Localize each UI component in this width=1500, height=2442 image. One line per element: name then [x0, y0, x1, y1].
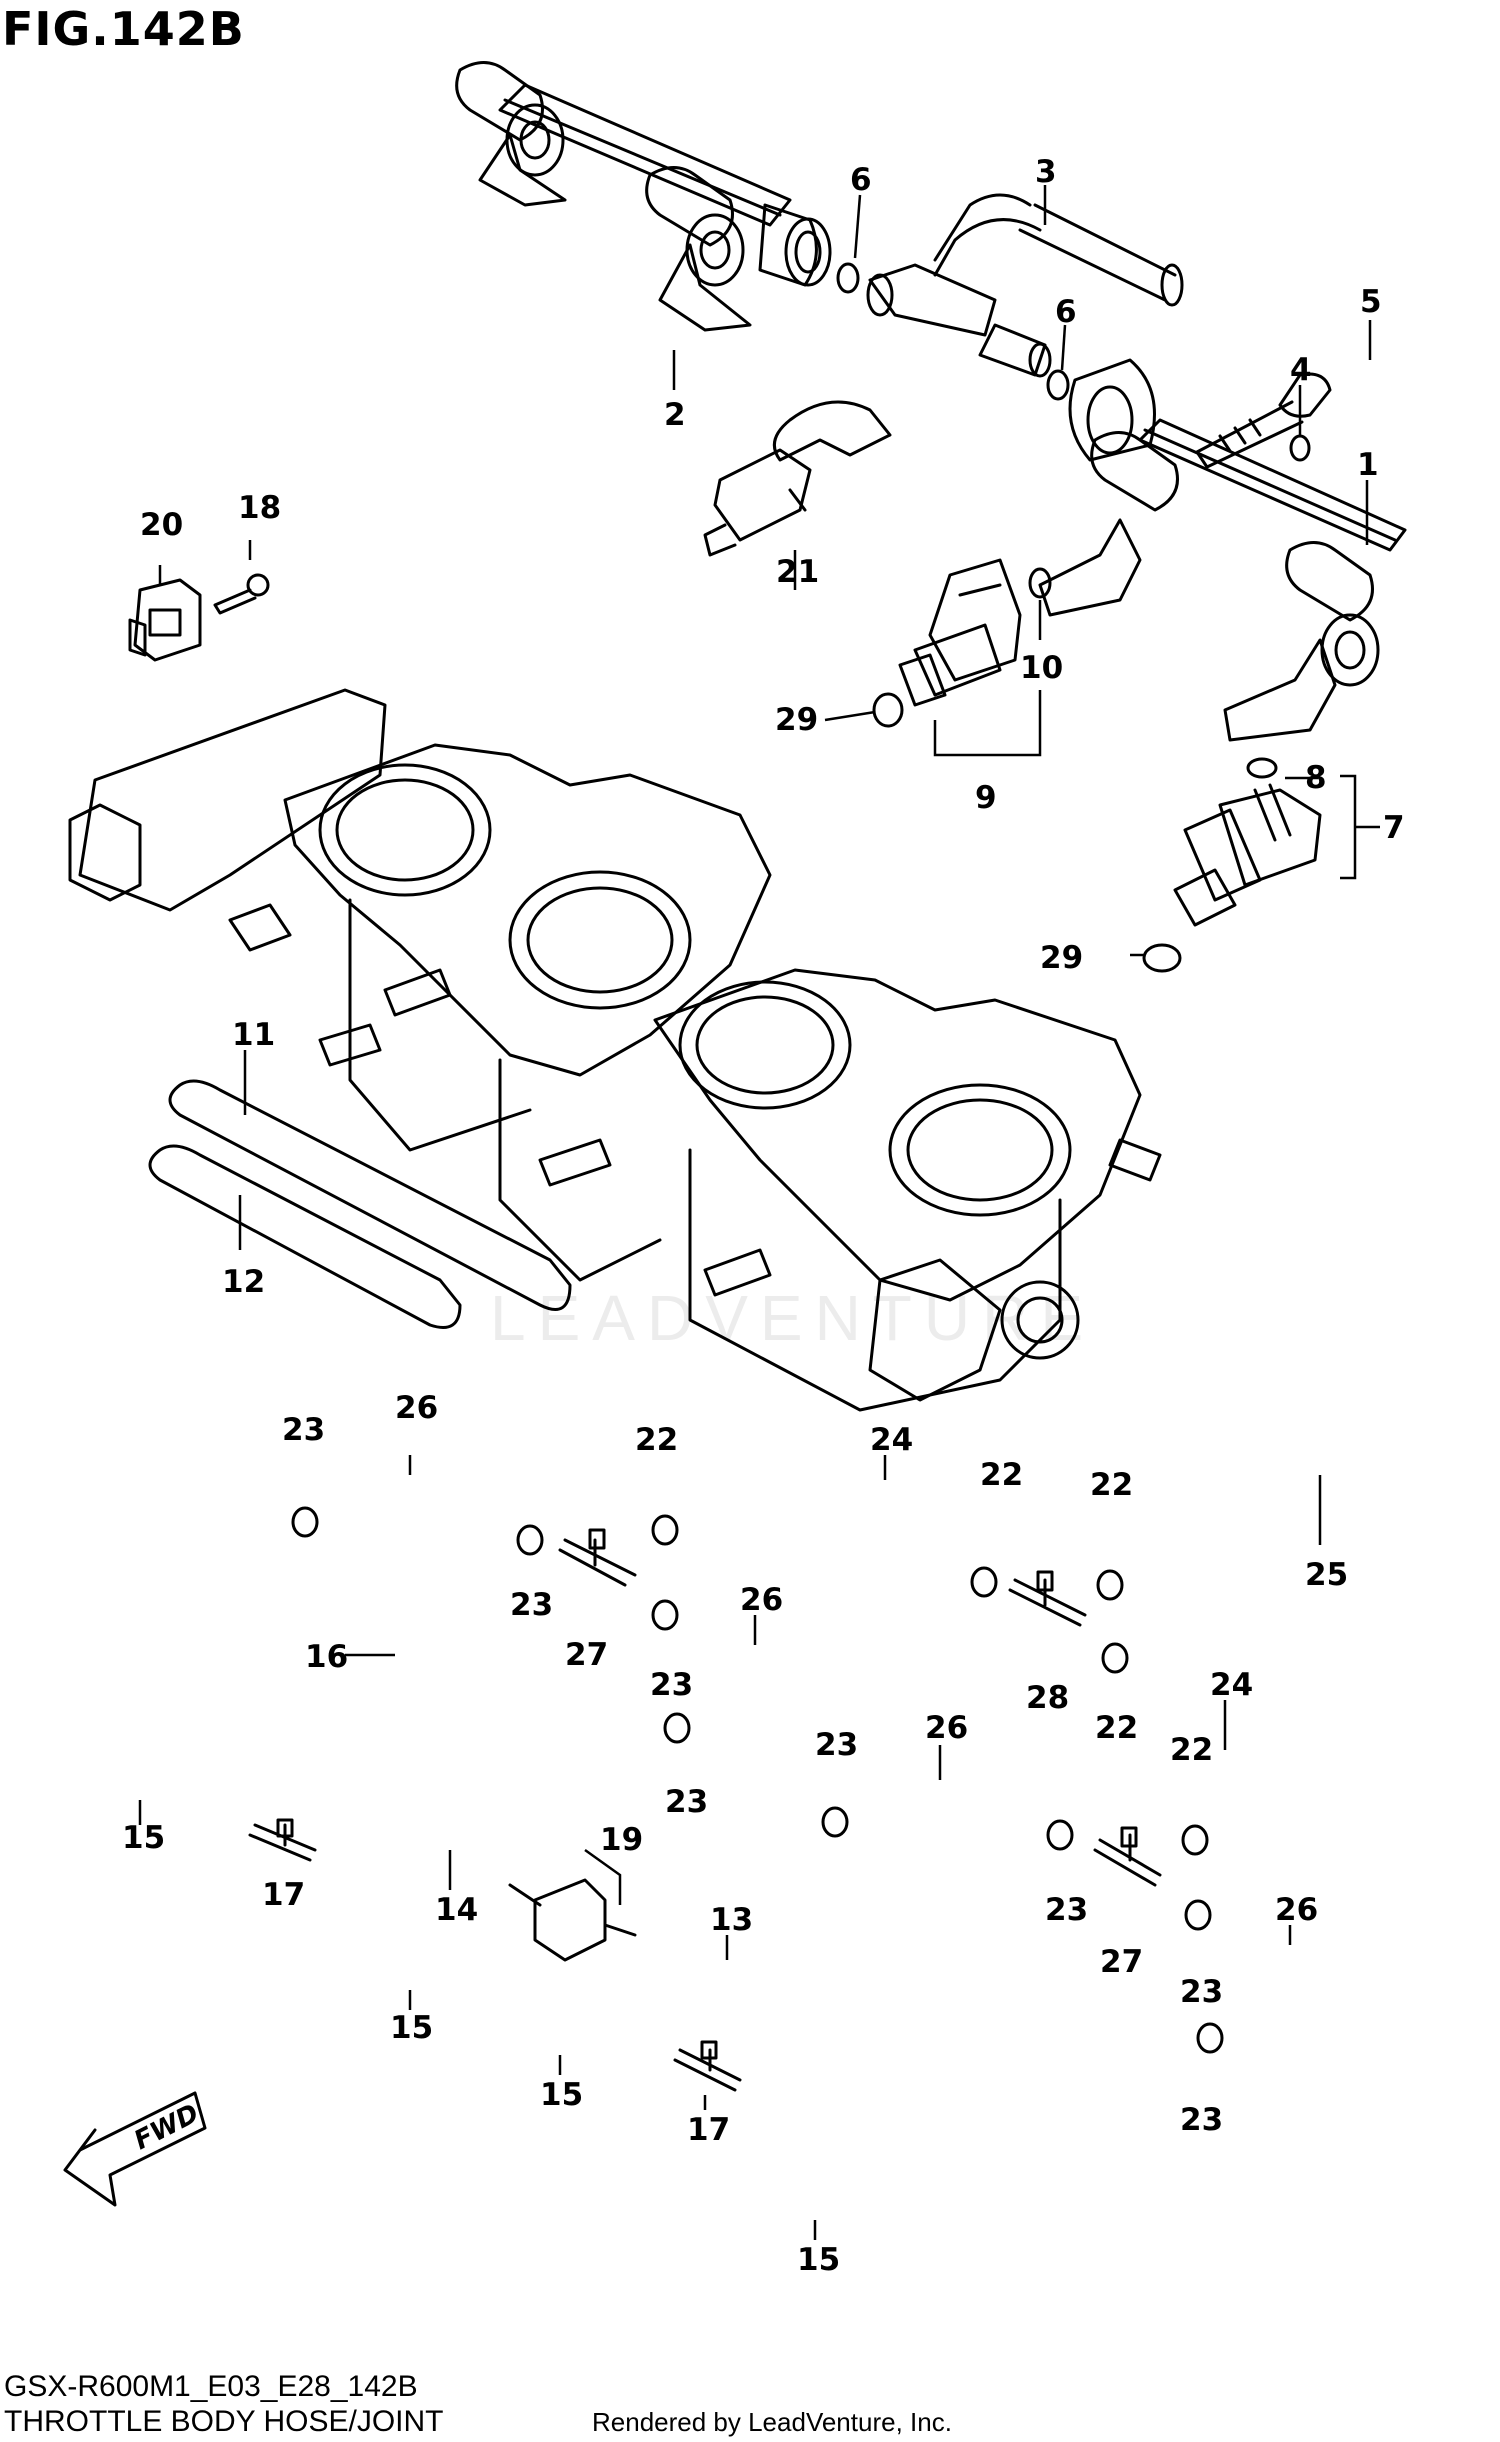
fwd-arrow: [63, 2091, 207, 2207]
callout-26b: 26: [740, 1582, 783, 1618]
callout-26d: 26: [1275, 1892, 1318, 1928]
callout-9: 9: [975, 780, 997, 816]
callout-23e: 23: [815, 1727, 858, 1763]
callout-17b: 17: [687, 2112, 730, 2148]
callout-28: 28: [1026, 1680, 1069, 1716]
callout-22d: 22: [1095, 1710, 1138, 1746]
callout-18: 18: [238, 490, 281, 526]
model-code: GSX-R600M1_E03_E28_142B: [4, 2370, 418, 2403]
callout-14: 14: [435, 1892, 478, 1928]
callout-22c: 22: [1090, 1467, 1133, 1503]
throttle-body: [68, 688, 1162, 1412]
figure-caption: THROTTLE BODY HOSE/JOINT: [4, 2405, 444, 2438]
callout-25: 25: [1305, 1557, 1348, 1593]
callout-6a: 6: [850, 162, 872, 198]
callout-10: 10: [1020, 650, 1063, 686]
callout-15a: 15: [122, 1820, 165, 1856]
callout-22a: 22: [635, 1422, 678, 1458]
callout-27a: 27: [565, 1637, 608, 1673]
hose-11: [168, 1079, 572, 1311]
callout-24a: 24: [870, 1422, 913, 1458]
callout-29b: 29: [1040, 940, 1083, 976]
callout-23b: 23: [510, 1587, 553, 1623]
joint-17-b: [673, 2040, 742, 2092]
joint-27-a: [558, 1528, 637, 1587]
callout-15c: 15: [540, 2077, 583, 2113]
watermark: LEADVENTURE: [490, 1282, 1095, 1354]
callout-26c: 26: [925, 1710, 968, 1746]
callout-22e: 22: [1170, 1732, 1213, 1768]
callout-12: 12: [222, 1264, 265, 1300]
callout-23c: 23: [650, 1667, 693, 1703]
o-ring-10: [1028, 567, 1052, 599]
callout-23a: 23: [282, 1412, 325, 1448]
callout-6b: 6: [1055, 294, 1077, 330]
callout-7: 7: [1383, 810, 1405, 846]
callout-15b: 15: [390, 2010, 433, 2046]
callout-29a: 29: [775, 702, 818, 738]
joint-28: [1008, 1570, 1087, 1627]
clips: [291, 1506, 1224, 2054]
sensor-20: [128, 578, 202, 662]
seal-29-upper: [872, 692, 904, 728]
callout-11: 11: [232, 1017, 275, 1053]
callout-19: 19: [600, 1822, 643, 1858]
fuel-delivery-pipe-lower: [1038, 358, 1407, 742]
o-ring-6: [836, 262, 1070, 401]
seal-29-lower: [1142, 943, 1182, 973]
callout-23d: 23: [665, 1784, 708, 1820]
callout-16: 16: [305, 1639, 348, 1675]
joint-27-b: [1093, 1826, 1162, 1887]
callout-1: 1: [1357, 447, 1379, 483]
injector-9: [898, 558, 1022, 707]
rendered-by-credit: Rendered by LeadVenture, Inc.: [592, 2407, 952, 2437]
screw-18: [213, 573, 270, 615]
callout-labels: 1 2 3 4 5 6 6 7 8 9 10 11 12 13 14 15 15…: [122, 154, 1405, 2278]
callout-22b: 22: [980, 1457, 1023, 1493]
callout-5: 5: [1360, 284, 1382, 320]
callout-23h: 23: [1180, 2102, 1223, 2138]
callout-17a: 17: [262, 1877, 305, 1913]
callout-8: 8: [1305, 760, 1327, 796]
joint-17-a: [248, 1818, 317, 1862]
callout-27b: 27: [1100, 1944, 1143, 1980]
clamp-21: [703, 400, 892, 557]
callout-21: 21: [776, 554, 819, 590]
washer-4: [1289, 434, 1311, 462]
callout-26a: 26: [395, 1390, 438, 1426]
callout-23f: 23: [1045, 1892, 1088, 1928]
callout-4: 4: [1290, 352, 1312, 388]
callout-13: 13: [710, 1902, 753, 1938]
leader-lines: [138, 185, 1380, 2240]
bolt-5: [1195, 372, 1332, 469]
callout-15d: 15: [797, 2242, 840, 2278]
o-ring-8: [1246, 757, 1278, 779]
hose-12: [148, 1144, 462, 1329]
callout-3: 3: [1035, 154, 1057, 190]
filter-19: [508, 1878, 637, 1962]
callout-24b: 24: [1210, 1667, 1253, 1703]
callout-2: 2: [664, 397, 686, 433]
callout-20: 20: [140, 507, 183, 543]
callout-23g: 23: [1180, 1974, 1223, 2010]
fuel-delivery-pipe-upper: [455, 61, 832, 332]
injector-7: [1173, 783, 1322, 927]
figure-title: FIG.142B: [2, 2, 245, 56]
fuel-hose-3: [866, 193, 1184, 378]
